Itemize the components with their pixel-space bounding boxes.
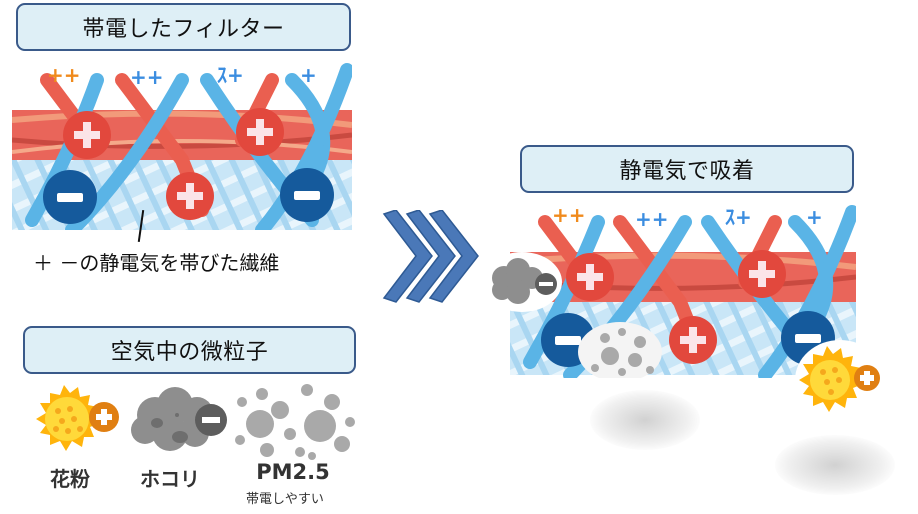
shadow: [775, 435, 895, 495]
svg-text:ｽ+: ｽ+: [725, 205, 752, 229]
filter-title: 帯電したフィルター: [82, 17, 285, 42]
svg-text:+: +: [806, 205, 823, 229]
svg-text:+: +: [300, 63, 317, 87]
pm25-label: PM2.5: [256, 460, 330, 484]
negative-charge: [280, 168, 334, 222]
positive-charge: [166, 172, 214, 220]
pm25-icon: [235, 384, 355, 460]
shadow: [590, 390, 700, 450]
negative-charge: [43, 170, 97, 224]
svg-text:++: ++: [635, 207, 669, 231]
particles-title-box: 空気中の微粒子: [23, 326, 356, 374]
positive-charge: [63, 111, 111, 159]
adsorbed-pollen-icon: [795, 340, 885, 420]
pollen-label: 花粉: [50, 467, 90, 491]
filter-title-box: 帯電したフィルター: [16, 3, 351, 51]
adsorb-title: 静電気で吸着: [619, 159, 755, 184]
dust-icon: [131, 387, 227, 451]
svg-text:++: ++: [130, 65, 164, 89]
triple-chevron-arrow-icon: [382, 210, 479, 303]
pm25-sublabel: 帯電しやすい: [246, 492, 324, 507]
positive-charge: [236, 108, 284, 156]
svg-text:++: ++: [47, 63, 81, 87]
adsorbed-dust-icon: [482, 252, 562, 312]
adsorb-title-box: 静電気で吸着: [520, 145, 854, 193]
charged-filter-illustration: ++ ++ ｽ+ +: [12, 63, 352, 230]
pollen-icon: [36, 385, 119, 451]
fiber-caption: ＋ －の静電気を帯びた繊維: [33, 251, 280, 275]
svg-text:ｽ+: ｽ+: [217, 63, 244, 87]
adsorbed-pm25: [578, 322, 662, 378]
particles-title: 空気中の微粒子: [110, 340, 269, 365]
dust-label: ホコリ: [140, 467, 200, 491]
svg-text:++: ++: [552, 203, 586, 227]
